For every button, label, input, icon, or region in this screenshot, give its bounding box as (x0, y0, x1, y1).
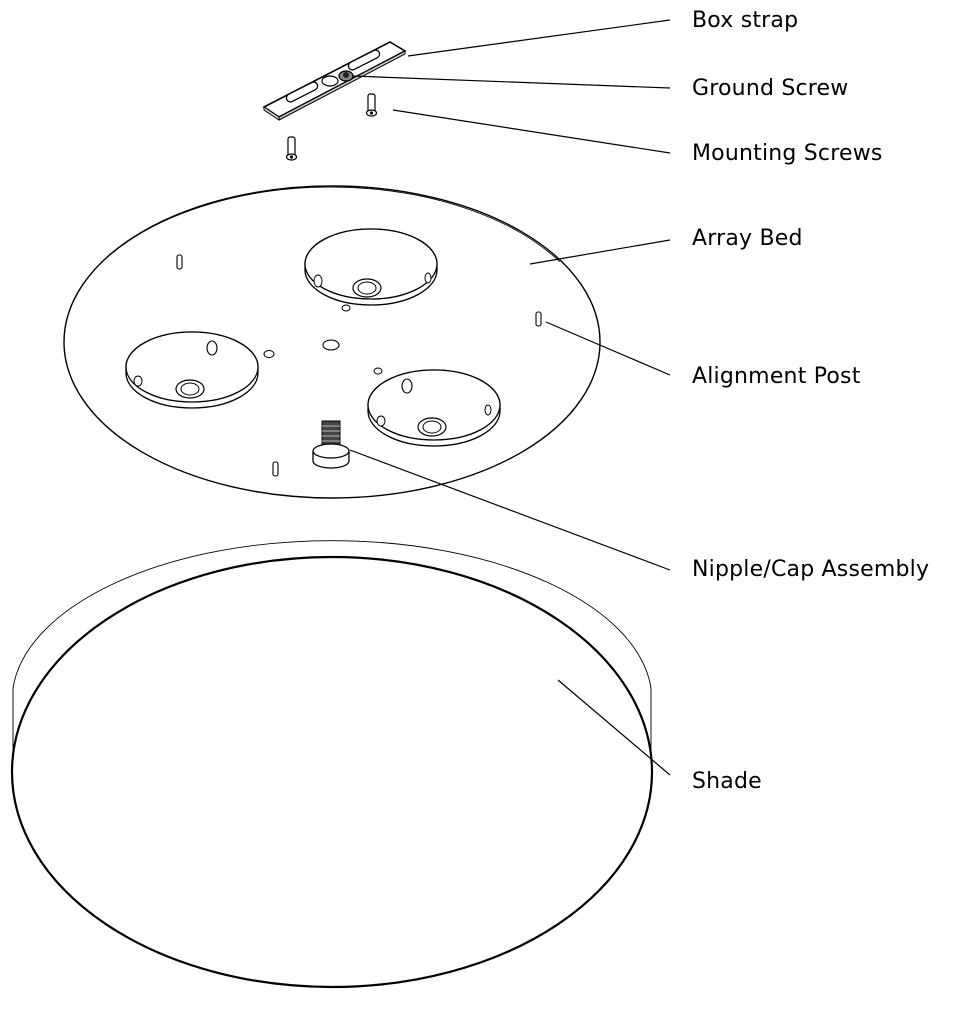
label-box-strap: Box strap (692, 8, 799, 33)
alignment-post (176, 254, 542, 477)
leader-ground-screw (351, 75, 671, 89)
leader-alignment-post (545, 321, 671, 376)
leader-shade (557, 679, 671, 776)
array-bed (63, 185, 601, 499)
label-nipple-cap-assembly: Nipple/Cap Assembly (692, 557, 930, 582)
leader-array-bed (529, 239, 671, 265)
label-alignment-post: Alignment Post (692, 364, 861, 389)
mounting-screw-left (285, 136, 298, 161)
box-strap (262, 41, 407, 121)
leader-box-strap (407, 19, 671, 57)
leader-mounting-screws (392, 109, 671, 154)
socket-pocket-right (367, 369, 501, 447)
mounting-screw-right (365, 93, 378, 117)
label-ground-screw: Ground Screw (692, 76, 849, 101)
leader-lines (349, 19, 671, 776)
leader-nipple-cap (349, 449, 671, 571)
ground-screw (338, 70, 354, 82)
socket-pocket-top (304, 228, 438, 312)
nipple-cap-assembly (312, 420, 350, 469)
label-shade: Shade (692, 769, 762, 794)
label-array-bed: Array Bed (692, 226, 803, 251)
label-mounting-screws: Mounting Screws (692, 141, 883, 166)
shade (10, 540, 654, 989)
socket-pocket-left (125, 331, 259, 409)
